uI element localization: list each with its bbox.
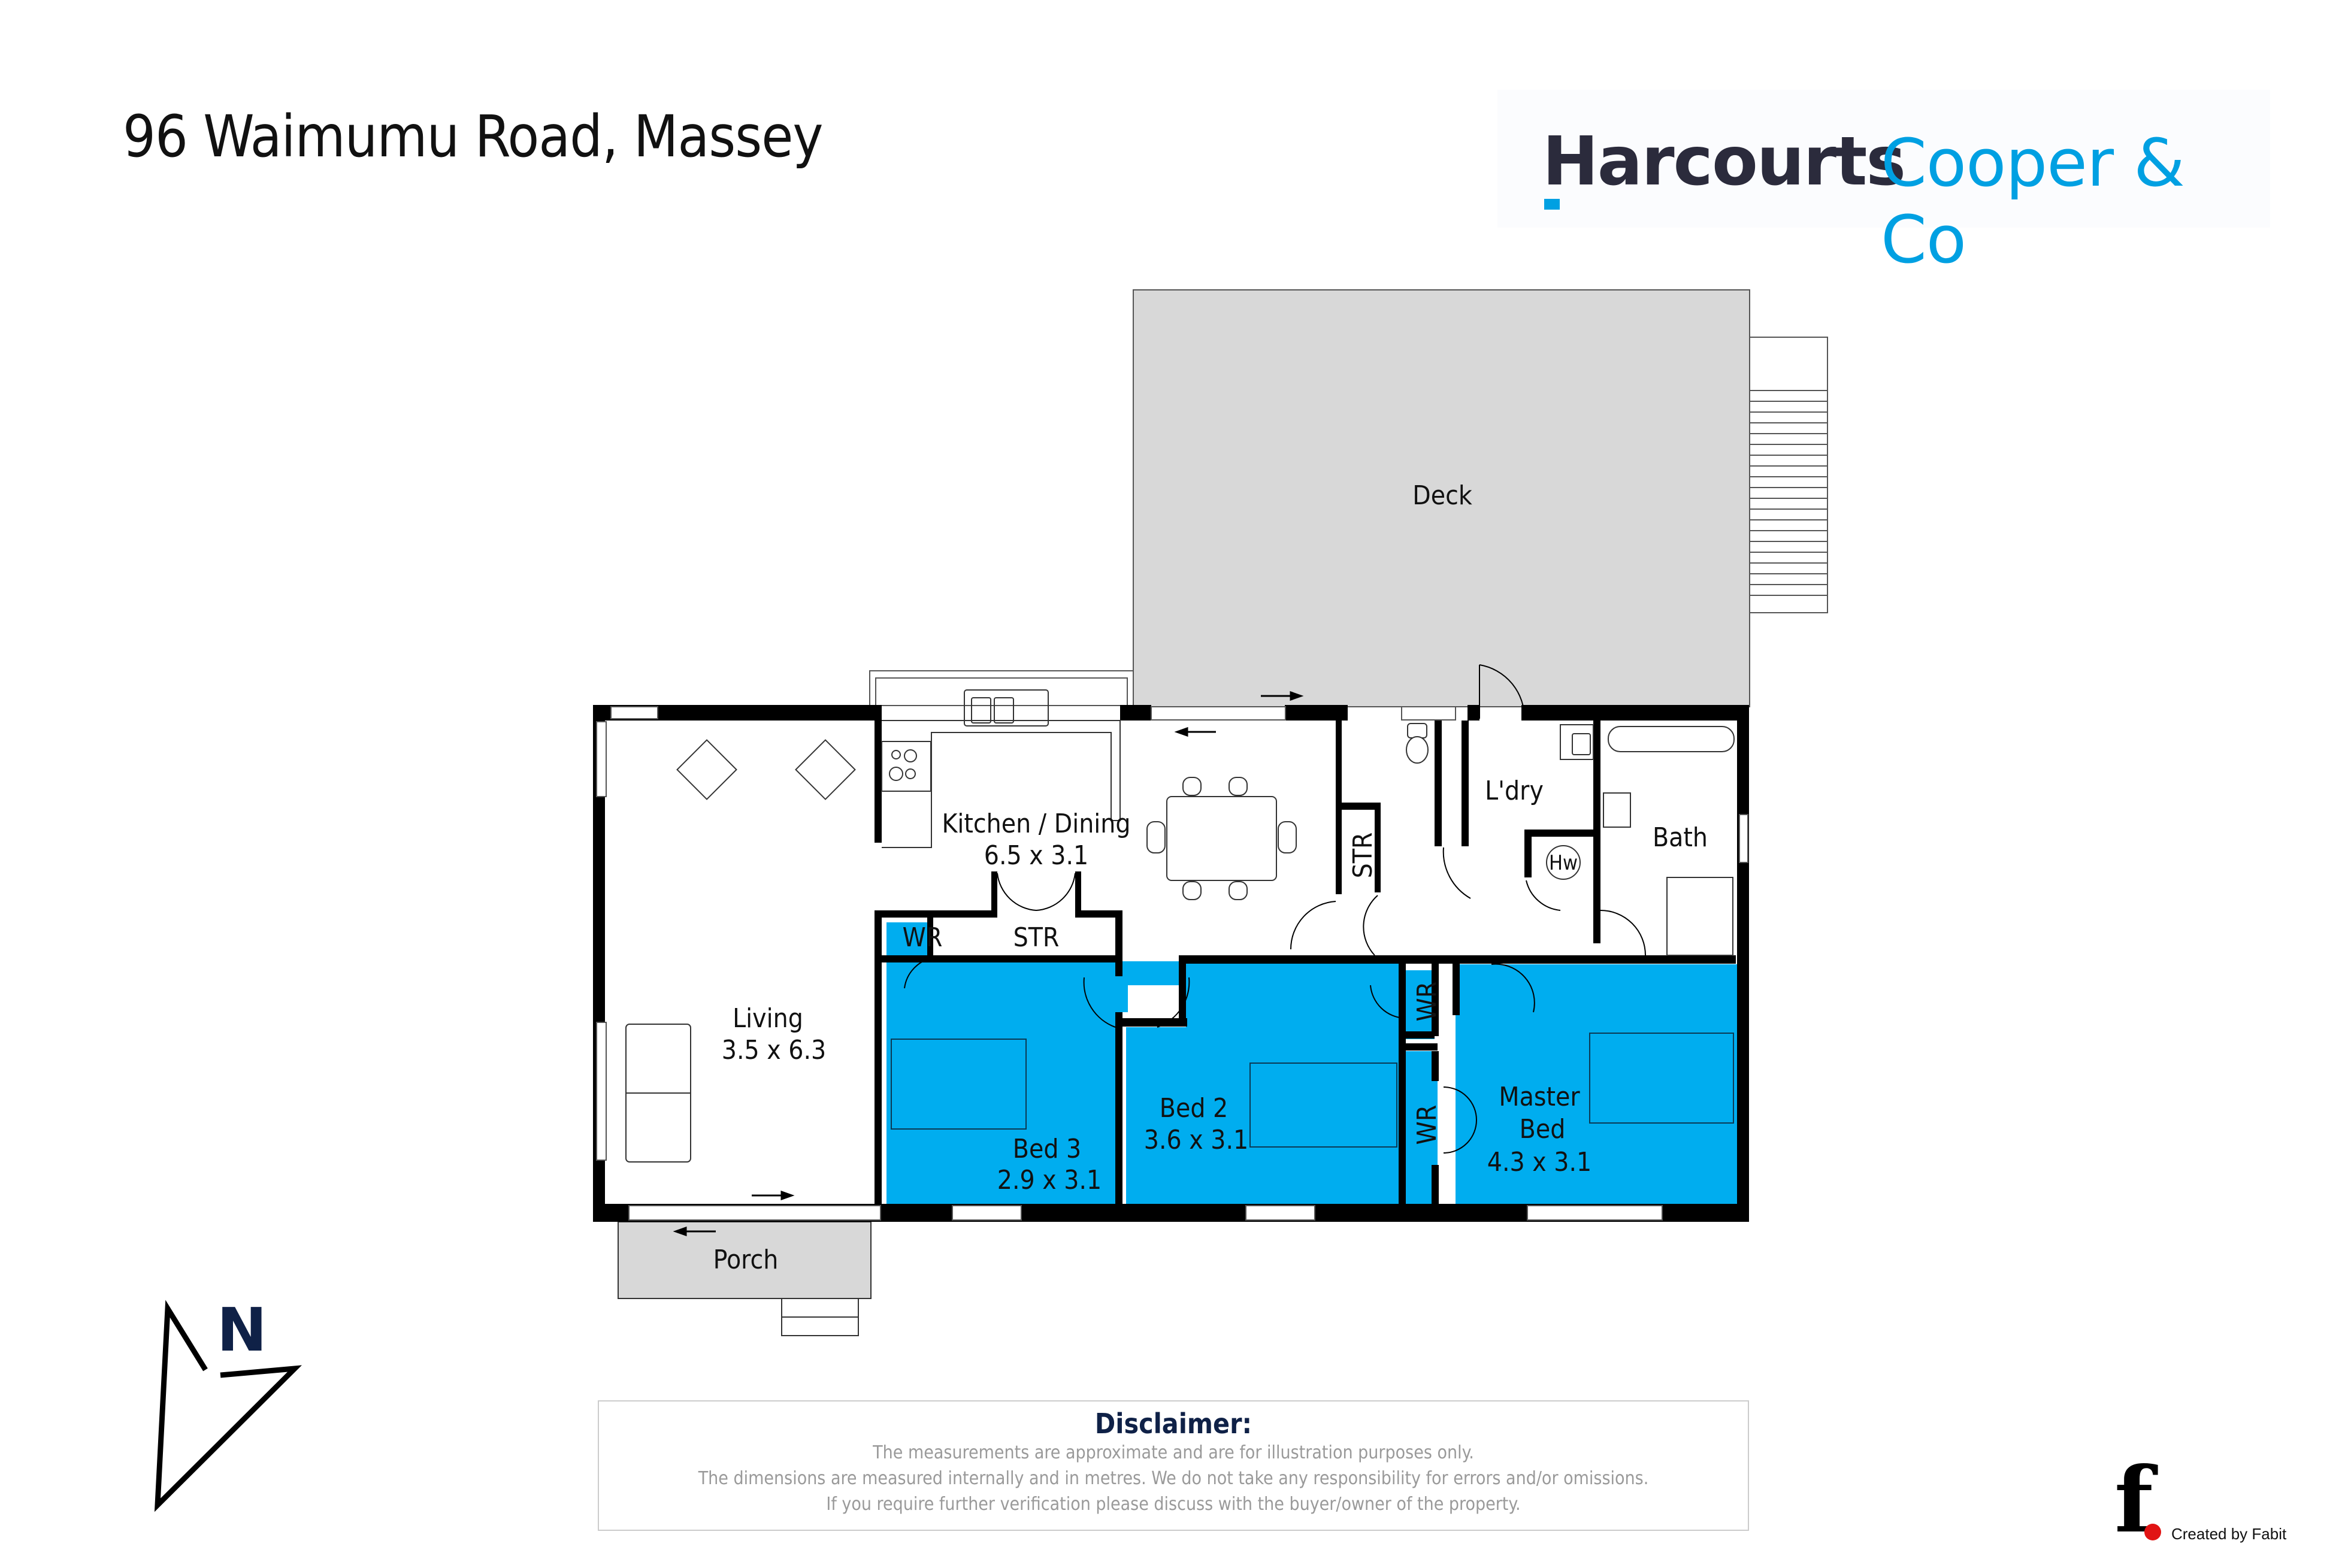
disclaimer-line-2: The dimensions are measured internally a… — [698, 1468, 1649, 1489]
door-swings — [904, 664, 1646, 1154]
kitchen-bench — [881, 689, 1121, 848]
room-label-living: Living — [733, 1003, 803, 1034]
fabit-credit: f Created by Fabit — [2114, 1455, 2330, 1545]
room-label-str-kitchen: STR — [1013, 922, 1060, 953]
fabit-credit-text: Created by Fabit — [2171, 1525, 2287, 1543]
room-label-master-1: Master — [1499, 1082, 1580, 1112]
room-dims-kitchen: 6.5 x 3.1 — [984, 840, 1088, 871]
beds — [891, 1033, 1734, 1148]
deck-stairs — [1749, 337, 1828, 613]
disclaimer-title: Disclaimer: — [1094, 1407, 1252, 1440]
logo-harcourts-text: Harcourts — [1542, 123, 1906, 201]
room-label-wr-master: WR — [1412, 1105, 1442, 1145]
logo-accent-bar — [1544, 199, 1560, 210]
disclaimer-line-1: The measurements are approximate and are… — [873, 1442, 1474, 1463]
compass-arrow-icon — [154, 1300, 302, 1512]
room-dims-bed2: 3.6 x 3.1 — [1144, 1125, 1248, 1155]
bedroom-fills — [886, 922, 1737, 1216]
room-label-kitchen: Kitchen / Dining — [942, 809, 1130, 839]
room-label-deck: Deck — [1412, 480, 1472, 511]
room-dims-master: 4.3 x 3.1 — [1487, 1147, 1591, 1177]
room-label-str-hall: STR — [1348, 833, 1378, 879]
disclaimer-line-3: If you require further verification plea… — [826, 1494, 1521, 1515]
logo-cooper-text: Cooper & Co — [1881, 125, 2185, 278]
dining-table — [1146, 777, 1297, 900]
living-furniture — [625, 739, 856, 1163]
room-label-porch: Porch — [713, 1245, 779, 1275]
property-address: 96 Waimumu Road, Massey — [123, 103, 824, 170]
disclaimer-box: Disclaimer: The measurements are approxi… — [598, 1400, 1749, 1531]
room-label-bed2: Bed 2 — [1160, 1093, 1228, 1124]
room-label-wr-bed3: WR — [903, 922, 943, 953]
bath-fixtures — [1406, 723, 1735, 956]
room-label-bed3: Bed 3 — [1013, 1134, 1081, 1164]
room-label-master-2: Bed — [1520, 1114, 1566, 1145]
room-label-laundry: L'dry — [1485, 776, 1544, 806]
compass-north-label: N — [217, 1295, 267, 1365]
windows — [596, 706, 1748, 1221]
fabit-logo-dot — [2144, 1524, 2161, 1540]
room-dims-living: 3.5 x 6.3 — [722, 1035, 826, 1065]
room-dims-bed3: 2.9 x 3.1 — [997, 1165, 1102, 1195]
slide-arrows — [673, 691, 1304, 1237]
agency-logo: Harcourts Cooper & Co — [1497, 90, 2270, 278]
deck-area — [1133, 289, 1828, 707]
porch-area — [618, 1221, 872, 1336]
room-label-bath: Bath — [1653, 822, 1708, 853]
room-label-wr-bed2: WR — [1412, 982, 1442, 1022]
room-label-hw: Hw — [1549, 851, 1578, 875]
